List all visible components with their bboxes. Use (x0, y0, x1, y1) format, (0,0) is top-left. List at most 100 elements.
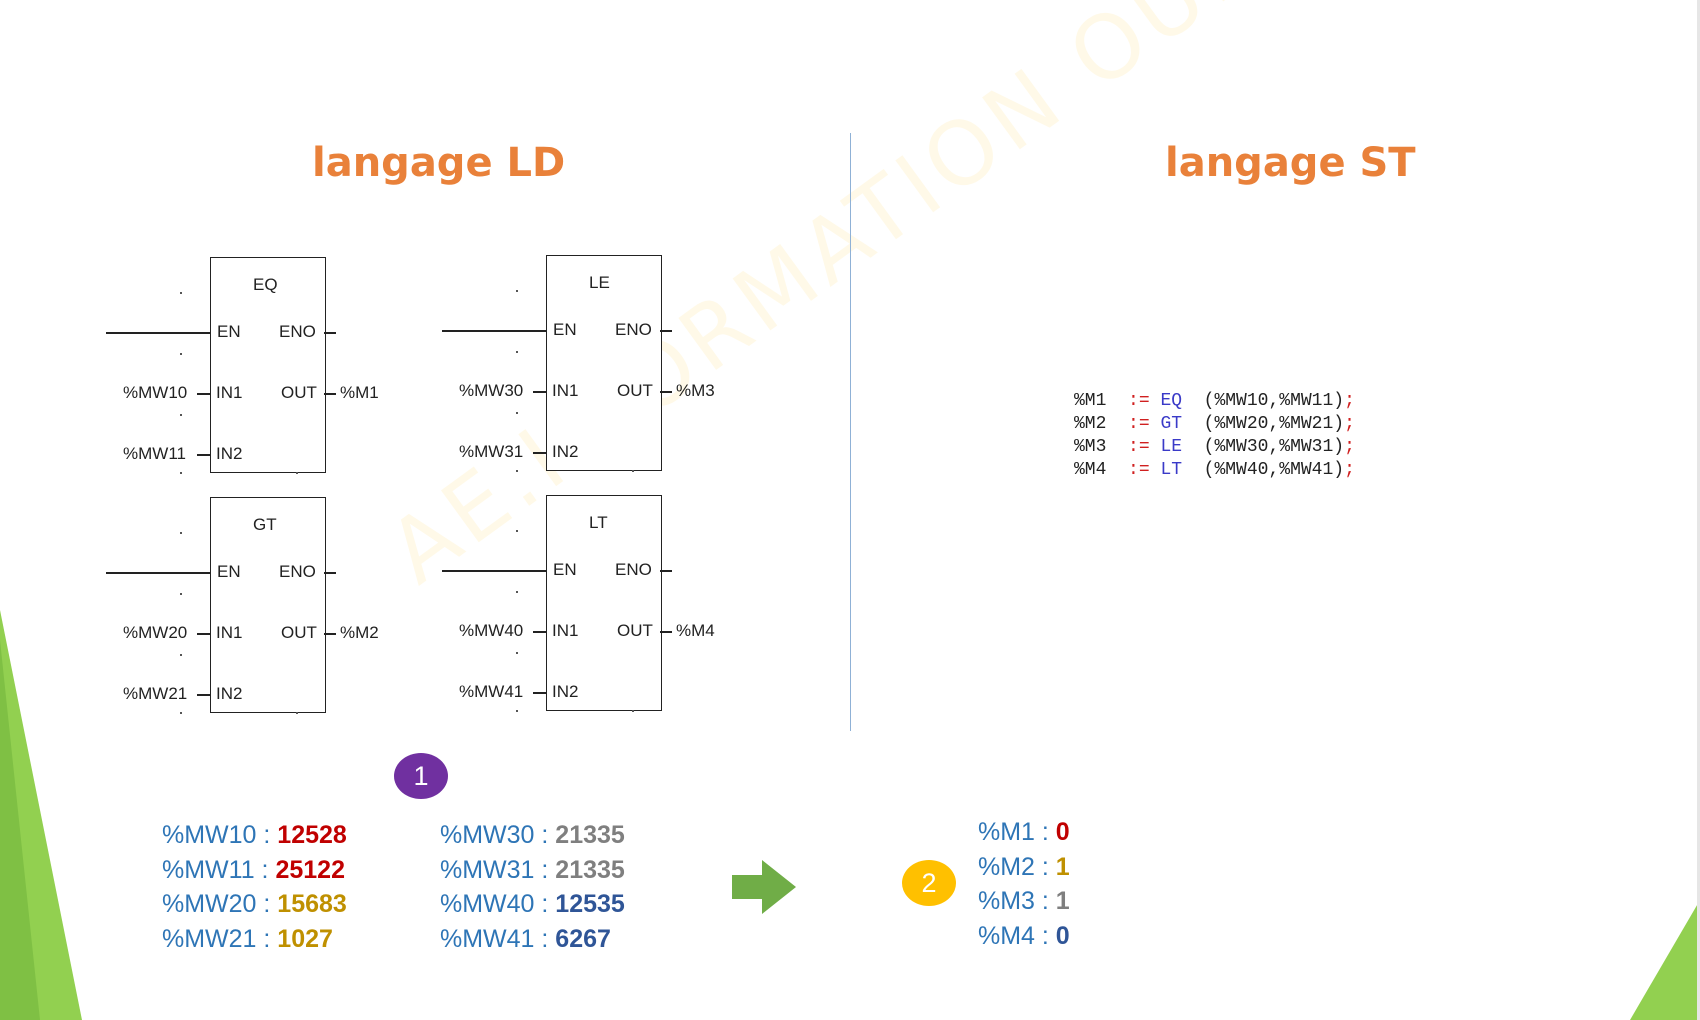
grid-dot (516, 710, 518, 712)
value-row: %MW10 : 12528 (162, 818, 347, 853)
st-function: LT (1160, 460, 1183, 480)
out-pin: OUT (281, 383, 317, 402)
st-assign: := (1128, 437, 1150, 457)
variable-name: %M2 : (978, 852, 1056, 881)
grid-dot (296, 712, 298, 714)
in2-pin: IN2 (552, 682, 579, 701)
block-op-label: LT (589, 513, 608, 532)
grid-dot (516, 290, 518, 292)
out-pin: OUT (617, 621, 653, 640)
function-block-2: GT EN ENO %MW20 IN1 OUT %M2 %MW21 IN2 (96, 497, 396, 715)
values-right: %MW30 : 21335%MW31 : 21335%MW40 : 12535%… (440, 818, 625, 956)
variable-value: 1027 (277, 924, 333, 953)
out-variable: %M1 (340, 383, 379, 402)
grid-dot (516, 351, 518, 353)
variable-name: %M4 : (978, 921, 1056, 950)
st-terminator: ; (1344, 460, 1355, 480)
st-args: (%MW20,%MW21) (1203, 414, 1345, 434)
variable-name: %MW30 : (440, 821, 556, 849)
variable-value: 25122 (275, 855, 345, 884)
variable-name: %M1 : (978, 818, 1056, 846)
function-block-0: EQ EN ENO %MW10 IN1 OUT %M1 %MW11 IN2 (96, 257, 396, 475)
st-code-listing: %M1 := EQ (%MW10,%MW11);%M2 := GT (%MW20… (1074, 390, 1355, 482)
value-row: %MW41 : 6267 (440, 922, 625, 957)
st-args: (%MW40,%MW41) (1203, 460, 1345, 480)
en-wire (106, 572, 210, 574)
variable-name: %MW41 : (440, 924, 556, 953)
in2-wire (533, 692, 546, 694)
result-row: %M2 : 1 (978, 850, 1070, 885)
value-row: %MW30 : 21335 (440, 818, 625, 853)
in1-wire (533, 391, 546, 393)
value-row: %MW20 : 15683 (162, 887, 347, 922)
step-badge-2: 2 (902, 860, 956, 906)
out-wire (324, 393, 336, 395)
variable-name: %M3 : (978, 887, 1056, 915)
en-pin: EN (553, 320, 577, 339)
st-assign: := (1128, 460, 1150, 480)
st-function: GT (1160, 414, 1183, 434)
st-line: %M2 := GT (%MW20,%MW21); (1074, 413, 1355, 436)
results: %M1 : 0%M2 : 1%M3 : 1%M4 : 0 (978, 815, 1070, 953)
block-op-label: GT (253, 515, 277, 534)
variable-name: %MW31 : (440, 855, 556, 884)
block-op-label: EQ (253, 275, 278, 294)
st-assign: := (1128, 391, 1150, 411)
en-pin: EN (217, 562, 241, 581)
grid-dot (296, 472, 298, 474)
eno-pin: ENO (279, 322, 316, 341)
arrow-right-icon (732, 860, 796, 914)
value-row: %MW31 : 21335 (440, 853, 625, 888)
grid-dot (180, 353, 182, 355)
st-args: (%MW10,%MW11) (1203, 391, 1345, 411)
out-pin: OUT (281, 623, 317, 642)
variable-name: %MW20 : (162, 890, 278, 918)
green-corner-right (1630, 900, 1700, 1020)
in1-pin: IN1 (216, 623, 243, 642)
result-row: %M3 : 1 (978, 884, 1070, 919)
in2-wire (197, 454, 210, 456)
eno-pin: ENO (615, 560, 652, 579)
st-function: LE (1160, 437, 1183, 457)
in1-wire (197, 393, 210, 395)
function-block-1: LE EN ENO %MW30 IN1 OUT %M3 %MW31 IN2 (432, 255, 732, 473)
variable-name: %MW40 : (440, 890, 556, 918)
in1-variable: %MW40 (459, 621, 524, 640)
st-line: %M3 := LE (%MW30,%MW31); (1074, 436, 1355, 459)
in2-variable: %MW41 (459, 682, 524, 701)
st-args: (%MW30,%MW31) (1203, 437, 1345, 457)
grid-dot (180, 292, 182, 294)
grid-dot (632, 710, 634, 712)
in2-variable: %MW11 (123, 444, 186, 463)
eno-wire (324, 332, 336, 334)
in1-variable: %MW30 (459, 381, 524, 400)
st-function: EQ (1160, 391, 1183, 411)
block-box (210, 257, 326, 473)
variable-name: %MW21 : (162, 924, 278, 953)
result-row: %M4 : 0 (978, 919, 1070, 954)
st-terminator: ; (1344, 437, 1355, 457)
st-var: %M2 (1074, 414, 1107, 434)
variable-value: 21335 (555, 855, 625, 884)
st-var: %M3 (1074, 437, 1107, 457)
in1-wire (533, 631, 546, 633)
divider-line (850, 133, 851, 731)
in2-wire (197, 694, 210, 696)
title-st: langage ST (1165, 140, 1416, 186)
en-wire (442, 570, 546, 572)
variable-value: 21335 (555, 821, 625, 849)
st-var: %M1 (1074, 391, 1107, 411)
block-box (546, 255, 662, 471)
en-pin: EN (217, 322, 241, 341)
eno-wire (660, 330, 672, 332)
in2-pin: IN2 (552, 442, 579, 461)
st-line: %M1 := EQ (%MW10,%MW11); (1074, 390, 1355, 413)
en-wire (442, 330, 546, 332)
grid-dot (180, 593, 182, 595)
function-block-3: LT EN ENO %MW40 IN1 OUT %M4 %MW41 IN2 (432, 495, 732, 713)
out-variable: %M3 (676, 381, 715, 400)
variable-name: %MW10 : (162, 821, 278, 849)
eno-pin: ENO (279, 562, 316, 581)
